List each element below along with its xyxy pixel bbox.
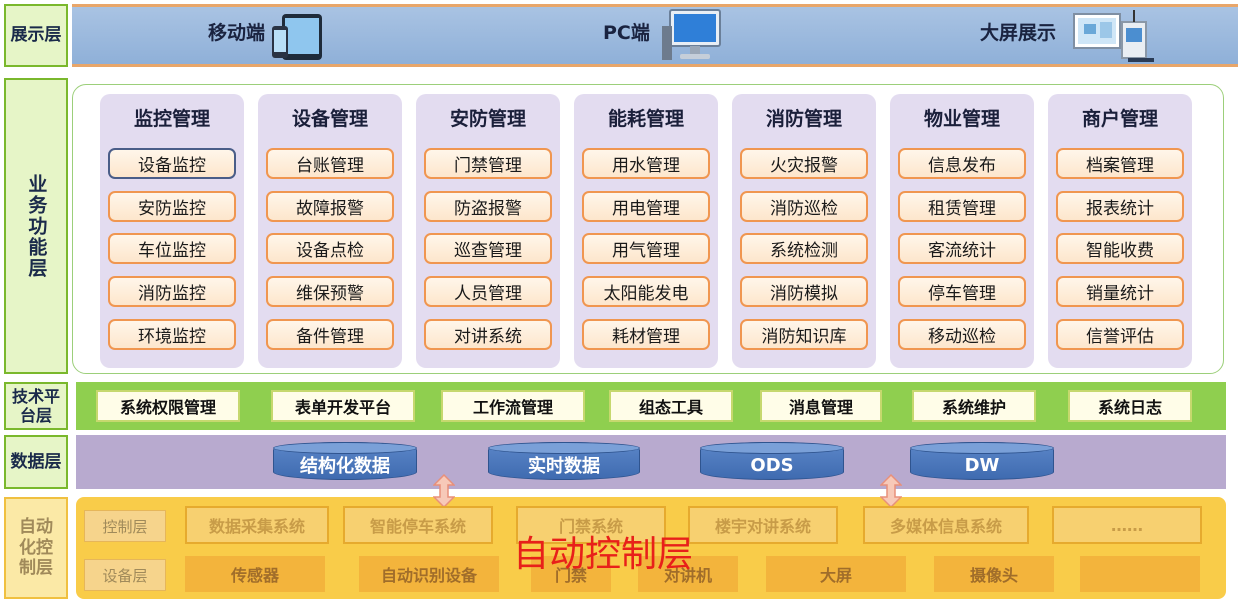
presentation-item-large-screen[interactable]: 大屏展示 bbox=[980, 22, 1057, 44]
data-store-structured[interactable]: 结构化数据 bbox=[273, 442, 417, 480]
data-store-dw[interactable]: DW bbox=[910, 442, 1054, 480]
business-item[interactable]: 消防监控 bbox=[108, 276, 236, 307]
business-column-equipment: 设备管理 台账管理 故障报警 设备点检 维保预警 备件管理 bbox=[258, 94, 402, 368]
data-store-ods[interactable]: ODS bbox=[700, 442, 844, 480]
column-title: 监控管理 bbox=[133, 108, 210, 130]
control-layer-label: 控制层 bbox=[84, 510, 166, 542]
layer-label-business: 业务功能层 bbox=[4, 78, 68, 374]
business-item[interactable]: 信誉评估 bbox=[1056, 319, 1184, 350]
business-item[interactable]: 车位监控 bbox=[108, 233, 236, 264]
business-item[interactable]: 信息发布 bbox=[898, 148, 1026, 179]
business-column-security: 安防管理 门禁管理 防盗报警 巡查管理 人员管理 对讲系统 bbox=[416, 94, 560, 368]
presentation-item-pc[interactable]: PC端 bbox=[603, 22, 650, 44]
device-item[interactable]: 对讲机 bbox=[638, 556, 738, 592]
business-item[interactable]: 销量统计 bbox=[1056, 276, 1184, 307]
bidirectional-arrow-icon bbox=[880, 474, 902, 508]
tech-item[interactable]: 消息管理 bbox=[760, 390, 882, 422]
business-item[interactable]: 客流统计 bbox=[898, 233, 1026, 264]
business-item[interactable]: 设备监控 bbox=[108, 148, 236, 179]
business-column-fire: 消防管理 火灾报警 消防巡检 系统检测 消防模拟 消防知识库 bbox=[732, 94, 876, 368]
business-item[interactable]: 火灾报警 bbox=[740, 148, 868, 179]
business-item[interactable]: 报表统计 bbox=[1056, 191, 1184, 222]
tech-item[interactable]: 系统维护 bbox=[912, 390, 1036, 422]
business-item[interactable]: 故障报警 bbox=[266, 191, 394, 222]
business-item[interactable]: 消防知识库 bbox=[740, 319, 868, 350]
column-title: 安防管理 bbox=[449, 108, 526, 130]
business-item[interactable]: 备件管理 bbox=[266, 319, 394, 350]
business-item[interactable]: 台账管理 bbox=[266, 148, 394, 179]
business-item[interactable]: 人员管理 bbox=[424, 276, 552, 307]
device-item[interactable]: 传感器 bbox=[185, 556, 325, 592]
data-store-realtime[interactable]: 实时数据 bbox=[488, 442, 640, 480]
tech-item[interactable]: 工作流管理 bbox=[441, 390, 585, 422]
tech-item[interactable]: 组态工具 bbox=[609, 390, 733, 422]
tech-item[interactable]: 系统日志 bbox=[1068, 390, 1192, 422]
control-item[interactable]: 楼宇对讲系统 bbox=[688, 506, 838, 544]
device-layer-label: 设备层 bbox=[84, 559, 166, 591]
business-item[interactable]: 租赁管理 bbox=[898, 191, 1026, 222]
business-column-property: 物业管理 信息发布 租赁管理 客流统计 停车管理 移动巡检 bbox=[890, 94, 1034, 368]
business-item[interactable]: 设备点检 bbox=[266, 233, 394, 264]
device-item[interactable]: 摄像头 bbox=[934, 556, 1054, 592]
layer-label-data: 数据层 bbox=[4, 435, 68, 489]
column-title: 能耗管理 bbox=[607, 108, 684, 130]
business-item[interactable]: 防盗报警 bbox=[424, 191, 552, 222]
business-column-energy: 能耗管理 用水管理 用电管理 用气管理 太阳能发电 耗材管理 bbox=[574, 94, 718, 368]
business-item[interactable]: 消防巡检 bbox=[740, 191, 868, 222]
business-item[interactable]: 智能收费 bbox=[1056, 233, 1184, 264]
mobile-tablet-icon bbox=[272, 14, 322, 60]
control-item[interactable]: …… bbox=[1052, 506, 1202, 544]
business-item[interactable]: 巡查管理 bbox=[424, 233, 552, 264]
layer-label-presentation: 展示层 bbox=[4, 4, 68, 67]
device-item[interactable]: 门禁 bbox=[531, 556, 611, 592]
business-item[interactable]: 消防模拟 bbox=[740, 276, 868, 307]
business-item[interactable]: 档案管理 bbox=[1056, 148, 1184, 179]
device-item[interactable]: 大屏 bbox=[766, 556, 906, 592]
presentation-bar bbox=[72, 4, 1238, 67]
business-item[interactable]: 对讲系统 bbox=[424, 319, 552, 350]
device-item[interactable] bbox=[1080, 556, 1200, 592]
business-item[interactable]: 维保预警 bbox=[266, 276, 394, 307]
control-item[interactable]: 智能停车系统 bbox=[343, 506, 493, 544]
business-item[interactable]: 安防监控 bbox=[108, 191, 236, 222]
business-item[interactable]: 门禁管理 bbox=[424, 148, 552, 179]
business-column-monitoring: 监控管理 设备监控 安防监控 车位监控 消防监控 环境监控 bbox=[100, 94, 244, 368]
column-title: 物业管理 bbox=[923, 108, 1000, 130]
device-item[interactable]: 自动识别设备 bbox=[359, 556, 499, 592]
business-item[interactable]: 用电管理 bbox=[582, 191, 710, 222]
business-item[interactable]: 用气管理 bbox=[582, 233, 710, 264]
presentation-item-mobile[interactable]: 移动端 bbox=[208, 22, 266, 44]
business-item[interactable]: 用水管理 bbox=[582, 148, 710, 179]
column-title: 商户管理 bbox=[1081, 108, 1158, 130]
business-item[interactable]: 系统检测 bbox=[740, 233, 868, 264]
column-title: 设备管理 bbox=[291, 108, 368, 130]
control-item[interactable]: 数据采集系统 bbox=[185, 506, 329, 544]
bidirectional-arrow-icon bbox=[433, 474, 455, 508]
business-column-merchant: 商户管理 档案管理 报表统计 智能收费 销量统计 信誉评估 bbox=[1048, 94, 1192, 368]
tech-item[interactable]: 系统权限管理 bbox=[96, 390, 240, 422]
column-title: 消防管理 bbox=[765, 108, 842, 130]
business-item[interactable]: 停车管理 bbox=[898, 276, 1026, 307]
control-item[interactable]: 多媒体信息系统 bbox=[863, 506, 1029, 544]
business-item[interactable]: 移动巡检 bbox=[898, 319, 1026, 350]
layer-label-tech: 技术平台层 bbox=[4, 382, 68, 430]
large-screen-icon bbox=[1073, 10, 1154, 62]
tech-item[interactable]: 表单开发平台 bbox=[271, 390, 415, 422]
layer-label-automation: 自动化控制层 bbox=[4, 497, 68, 599]
desktop-monitor-icon bbox=[662, 9, 721, 60]
business-item[interactable]: 耗材管理 bbox=[582, 319, 710, 350]
control-item[interactable]: 门禁系统 bbox=[516, 506, 666, 544]
business-item[interactable]: 环境监控 bbox=[108, 319, 236, 350]
automation-overlay-text: 自动控制层 bbox=[513, 534, 694, 575]
business-item[interactable]: 太阳能发电 bbox=[582, 276, 710, 307]
